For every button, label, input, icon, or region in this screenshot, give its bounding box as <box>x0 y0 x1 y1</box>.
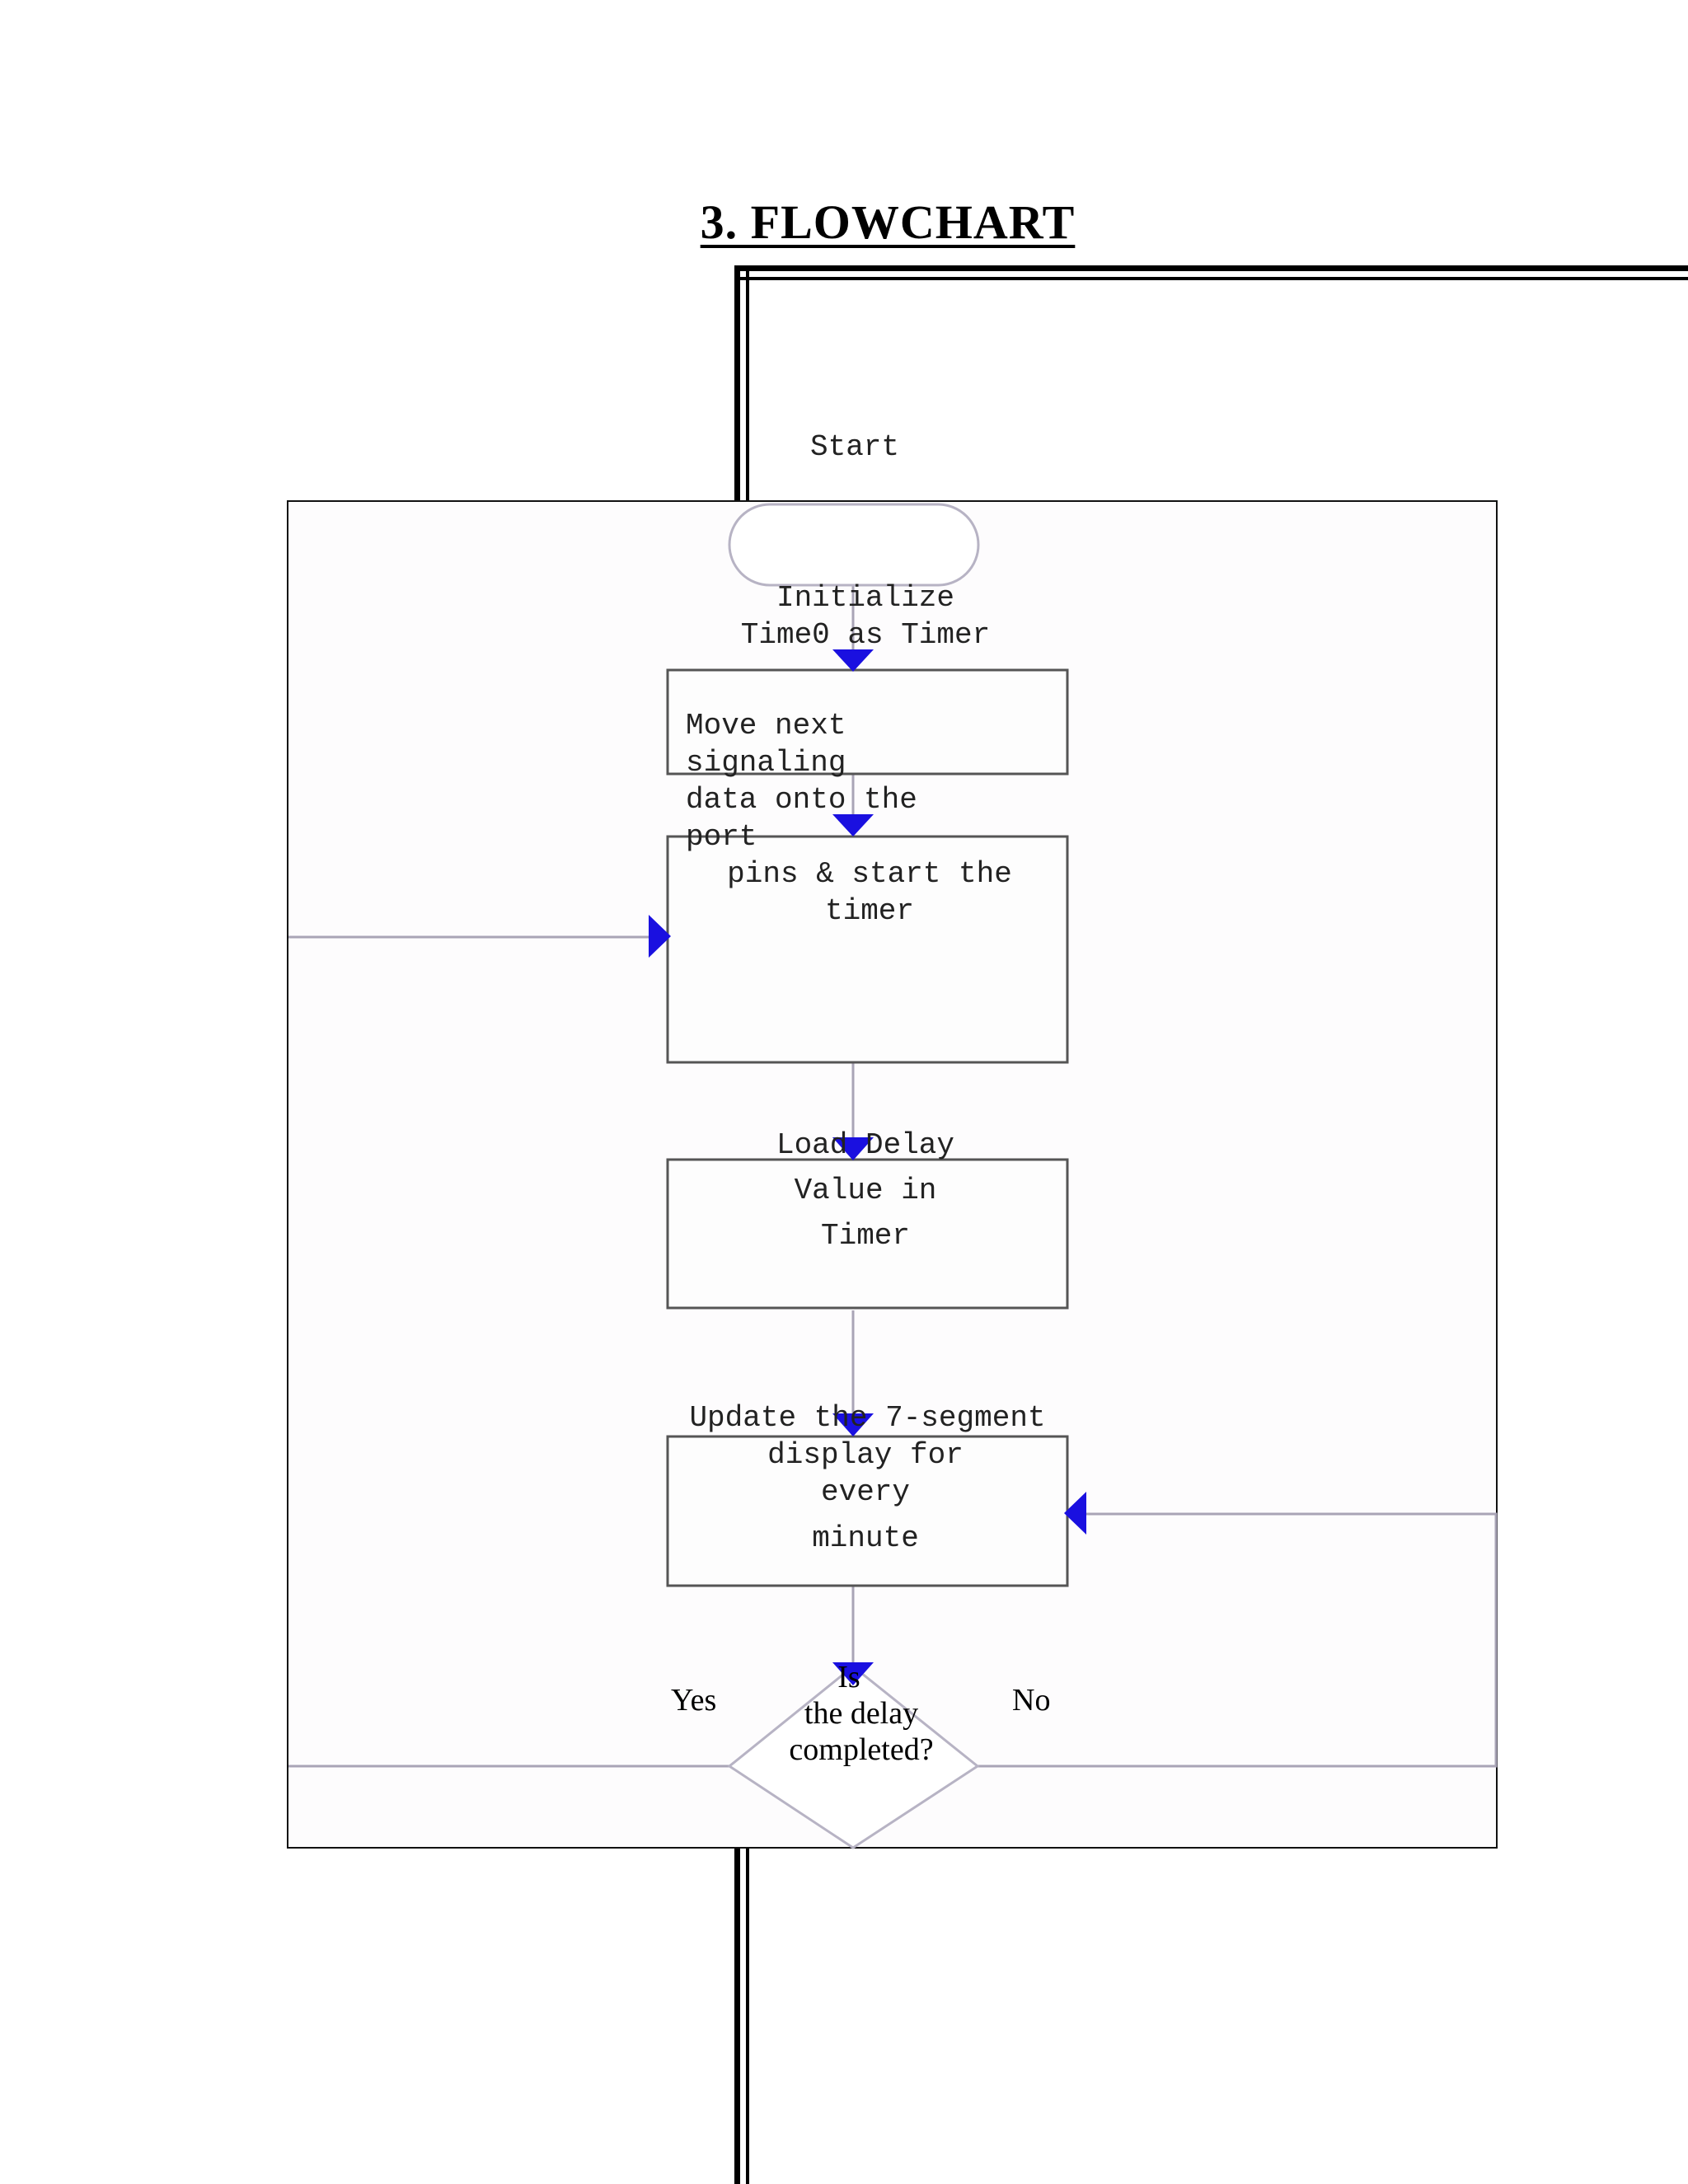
arrowhead-update <box>832 1413 874 1436</box>
move-process-box <box>666 835 1069 1064</box>
load-process-box <box>666 1158 1069 1310</box>
move-label-top: Move next signaling data onto the port <box>686 709 917 854</box>
branch-no-label: No <box>1012 1683 1051 1718</box>
decision-label-top: Is <box>837 1660 860 1694</box>
update-process-box <box>666 1435 1069 1587</box>
load-label-3: Timer <box>820 1219 911 1253</box>
init-process-box <box>666 668 1069 776</box>
arrowhead-load <box>832 1137 874 1160</box>
arrowhead-loop-no <box>1064 1492 1086 1535</box>
init-label: Initialize Time0 as Timer <box>740 581 991 652</box>
branch-yes-label: Yes <box>671 1683 717 1718</box>
load-label-1: Load Delay <box>776 1128 955 1162</box>
update-label-2: display for every <box>767 1438 964 1509</box>
decision-label: the delay completed? <box>789 1696 934 1768</box>
loop-no-line <box>977 1512 1498 1768</box>
load-label-2: Value in <box>794 1174 937 1207</box>
decision-diamond <box>727 1665 980 1849</box>
update-label-1: Update the 7-segment <box>689 1401 1046 1435</box>
arrowhead-decision <box>832 1662 874 1685</box>
arrowhead-move <box>832 814 874 837</box>
move-label-bottom: pins & start the timer <box>727 857 1012 928</box>
update-label-3: minute <box>812 1521 919 1555</box>
start-terminator <box>728 503 980 587</box>
page-frame-horizontal <box>734 265 1688 280</box>
arrowhead-loop-yes <box>649 915 671 958</box>
arrowhead-init <box>832 649 874 672</box>
page-title: 3. FLOWCHART <box>700 195 1076 249</box>
start-label: Start <box>810 430 900 464</box>
